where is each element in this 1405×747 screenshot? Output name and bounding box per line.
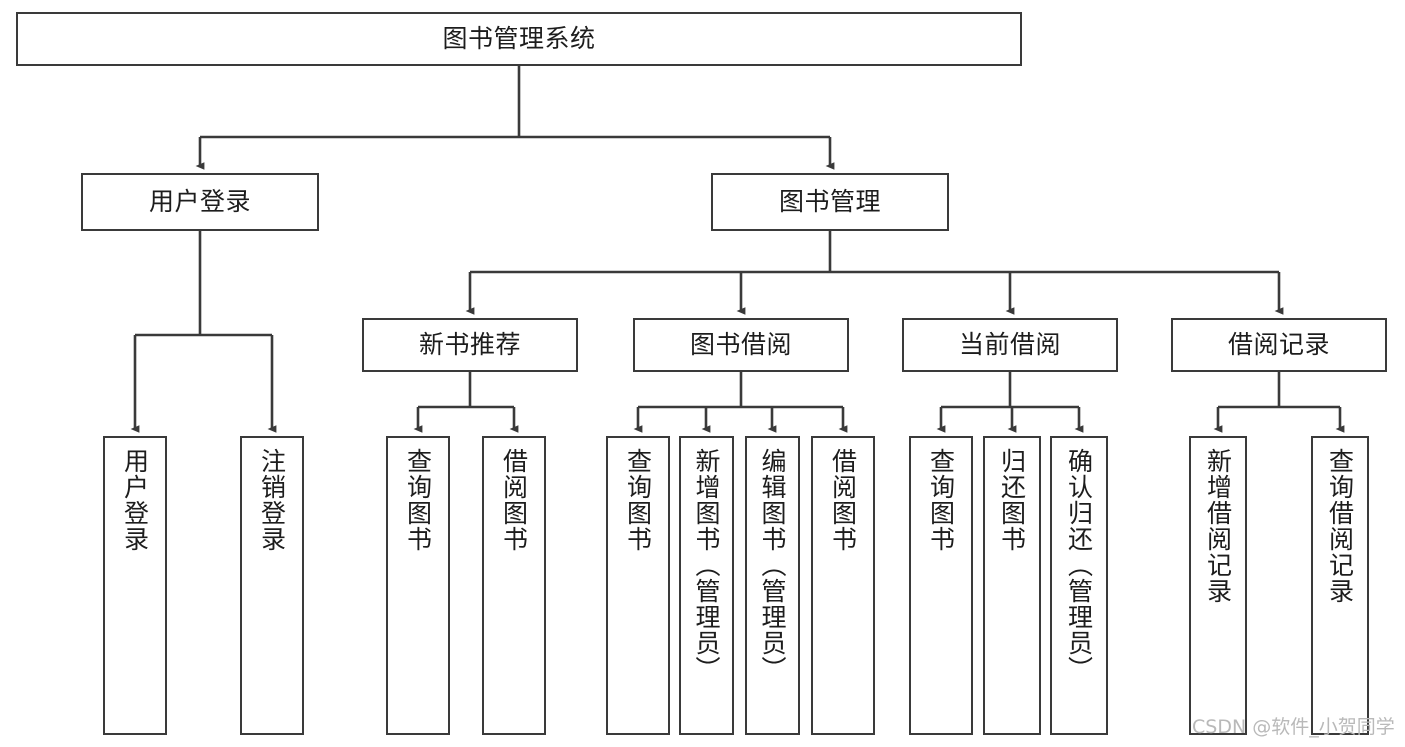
watermark-text: CSDN @软件_小贺同学 xyxy=(1192,716,1395,738)
leaf-node-label: 新增图书（管理员） xyxy=(692,448,721,682)
leaf-node-label: 新增借阅记录 xyxy=(1203,448,1233,604)
leaf-node-label: 确认归还（管理员） xyxy=(1064,448,1094,682)
node-level2-new-book-recommend-label: 新书推荐 xyxy=(418,329,521,359)
node-level2-new-book-recommend[interactable]: 新书推荐 xyxy=(362,318,578,372)
leaf-node-label: 查询借阅记录 xyxy=(1325,448,1355,604)
leaf-node[interactable]: 归还图书 xyxy=(983,436,1041,735)
node-level1-user-login-label: 用户登录 xyxy=(148,186,251,216)
leaf-node-label: 借阅图书 xyxy=(499,448,529,552)
leaf-node-label: 注销登录 xyxy=(257,448,287,552)
node-level2-borrow-record[interactable]: 借阅记录 xyxy=(1171,318,1387,372)
node-level2-book-borrow[interactable]: 图书借阅 xyxy=(633,318,849,372)
leaf-node-label: 借阅图书 xyxy=(828,448,858,552)
leaf-node-label: 查询图书 xyxy=(926,448,956,552)
leaf-node[interactable]: 用户登录 xyxy=(103,436,167,735)
leaf-node[interactable]: 查询借阅记录 xyxy=(1311,436,1369,735)
leaf-node[interactable]: 查询图书 xyxy=(386,436,450,735)
leaf-node[interactable]: 新增借阅记录 xyxy=(1189,436,1247,735)
node-level2-current-borrow[interactable]: 当前借阅 xyxy=(902,318,1118,372)
leaf-node[interactable]: 新增图书（管理员） xyxy=(679,436,734,735)
node-level1-book-management-label: 图书管理 xyxy=(778,186,881,216)
node-level1-book-management[interactable]: 图书管理 xyxy=(711,173,949,231)
leaf-node[interactable]: 确认归还（管理员） xyxy=(1050,436,1108,735)
leaf-node-label: 编辑图书（管理员） xyxy=(758,448,787,682)
leaf-node[interactable]: 编辑图书（管理员） xyxy=(745,436,800,735)
node-level2-borrow-record-label: 借阅记录 xyxy=(1227,329,1330,359)
node-level2-book-borrow-label: 图书借阅 xyxy=(689,329,792,359)
leaf-node[interactable]: 借阅图书 xyxy=(482,436,546,735)
leaf-node-label: 查询图书 xyxy=(623,448,653,552)
node-level1-user-login[interactable]: 用户登录 xyxy=(81,173,319,231)
node-root-label: 图书管理系统 xyxy=(442,23,596,53)
node-root[interactable]: 图书管理系统 xyxy=(16,12,1022,66)
leaf-node[interactable]: 查询图书 xyxy=(606,436,670,735)
node-level2-current-borrow-label: 当前借阅 xyxy=(958,329,1061,359)
leaf-node[interactable]: 查询图书 xyxy=(909,436,973,735)
leaf-node[interactable]: 借阅图书 xyxy=(811,436,875,735)
leaf-node[interactable]: 注销登录 xyxy=(240,436,304,735)
leaf-node-label: 查询图书 xyxy=(403,448,433,552)
leaf-node-label: 归还图书 xyxy=(997,448,1027,552)
leaf-node-label: 用户登录 xyxy=(120,448,150,552)
